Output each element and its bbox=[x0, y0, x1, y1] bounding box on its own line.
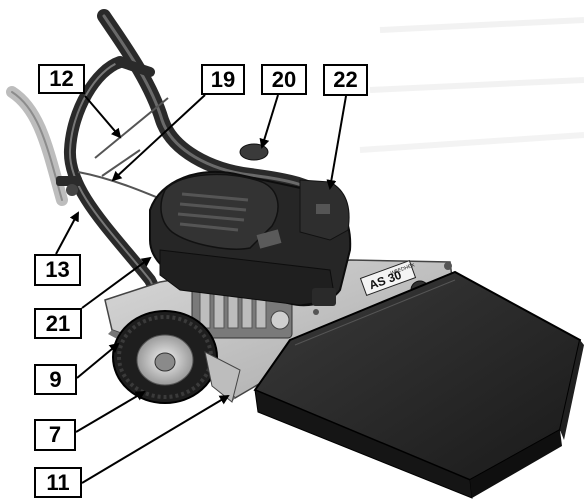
callout-9: 9 bbox=[34, 364, 77, 395]
fuel-cap bbox=[239, 143, 269, 161]
front-guard bbox=[204, 351, 241, 403]
leader-lines bbox=[55, 94, 347, 484]
callout-20: 20 bbox=[261, 64, 307, 95]
control-lever bbox=[56, 176, 82, 196]
callout-21: 21 bbox=[34, 308, 82, 339]
callout-12: 12 bbox=[38, 64, 85, 94]
callout-7: 7 bbox=[34, 419, 76, 451]
blade-guard bbox=[253, 270, 584, 499]
engine bbox=[149, 143, 352, 307]
callout-19: 19 bbox=[201, 64, 245, 95]
background-ghost bbox=[359, 17, 584, 153]
wheel bbox=[112, 310, 218, 404]
callout-22: 22 bbox=[323, 64, 368, 96]
callout-13: 13 bbox=[34, 254, 81, 286]
callout-11: 11 bbox=[34, 467, 82, 498]
